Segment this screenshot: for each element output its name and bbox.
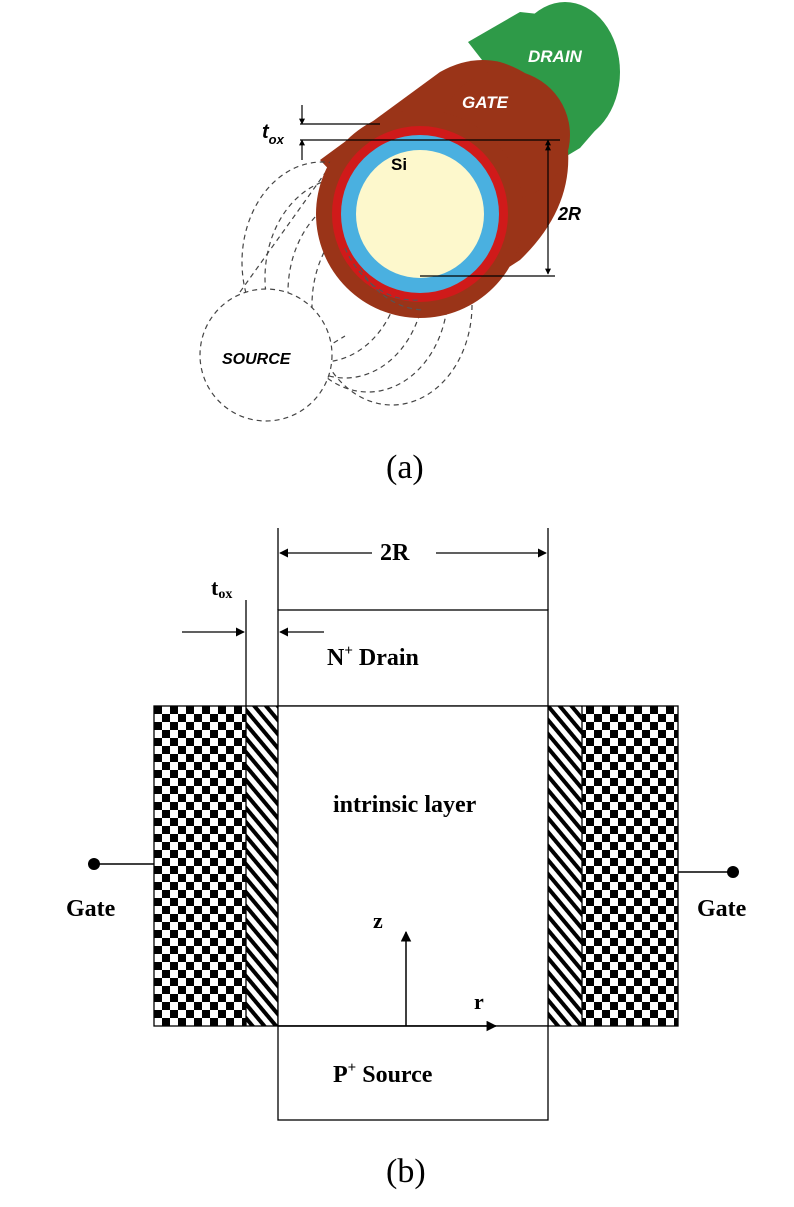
tox-dimension (299, 105, 560, 160)
figure-b: 2R tox N+ Drain intrinsic layer P+ Sourc… (66, 528, 747, 1190)
drain-box (277, 609, 549, 707)
axis-z-label: z (373, 908, 383, 933)
source-region (199, 288, 333, 422)
gate-label: GATE (462, 93, 509, 112)
figure-a: DRAIN GATE tox Si 2R SOURCE (a) (199, 2, 620, 486)
axis-r-label: r (474, 989, 484, 1014)
gate-label-right: Gate (697, 896, 747, 922)
tox-label-b: tox (211, 575, 232, 602)
radius-label-b: 2R (380, 540, 410, 566)
radius-dimension (420, 139, 555, 277)
gate-electrode-left (154, 706, 246, 1026)
coordinate-axes (278, 930, 498, 1032)
oxide-layer-right (548, 706, 582, 1026)
radius-label-a: 2R (557, 204, 581, 224)
source-label-b: P+ Source (333, 1060, 433, 1088)
channel-box (277, 705, 549, 1027)
oxide-layer-left (246, 706, 278, 1026)
gate-label-left: Gate (66, 896, 116, 922)
silicon-core (356, 150, 484, 278)
drain-label: DRAIN (528, 47, 583, 66)
source-box (277, 1025, 549, 1121)
caption-a: (a) (386, 449, 424, 486)
channel-label: intrinsic layer (333, 792, 477, 818)
radius-dimension-b (277, 528, 549, 610)
caption-b: (b) (386, 1153, 426, 1190)
gate-front-face (316, 110, 524, 318)
tox-dimension-b (182, 600, 324, 706)
drain-label-b: N+ Drain (327, 643, 419, 671)
si-label: Si (391, 155, 407, 174)
tox-label-a: tox (262, 121, 285, 147)
gate-electrode-right (582, 706, 678, 1026)
gate-terminal-right (678, 866, 739, 878)
source-label: SOURCE (222, 351, 292, 368)
gate-terminal-left (88, 858, 154, 870)
